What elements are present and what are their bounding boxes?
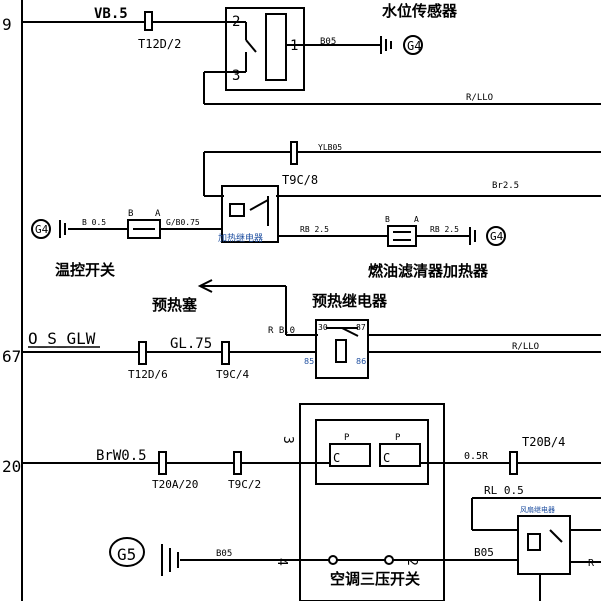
pin-label-86: 86 xyxy=(356,357,366,366)
ac-switch-label: 空调三压开关 xyxy=(330,570,420,588)
wire-label-r-short: R xyxy=(588,558,595,569)
connector-label-t9c4: T9C/4 xyxy=(216,368,249,381)
ground-g4-top xyxy=(403,35,423,55)
heater-relay-box xyxy=(221,185,279,243)
ground-label-g4-right: G4 xyxy=(490,230,504,243)
connector-label-t20b4: T20B/4 xyxy=(522,435,565,449)
wire-label-b05-top: B05 xyxy=(320,37,336,47)
pin-label-a-right: A xyxy=(414,215,419,224)
temp-switch-label: 温控开关 xyxy=(55,261,115,279)
water-sensor-box xyxy=(225,7,305,91)
connector-t9c4 xyxy=(221,341,230,365)
fuel-heater-label: 燃油滤清器加热器 xyxy=(368,262,489,280)
ac-switch-outer xyxy=(299,403,445,601)
wire-label-o-s-glw: O_S_GLW xyxy=(28,329,96,348)
wire-label-ylb05: YLB05 xyxy=(318,143,342,152)
glow-plug-label: 预热塞 xyxy=(152,296,198,314)
ground-label-g4-top: G4 xyxy=(407,39,421,53)
connector-t9c2 xyxy=(233,451,242,475)
connector-t20b4 xyxy=(509,451,518,475)
pin-label-b-right: B xyxy=(385,215,390,224)
wire-label-gb075: G/B0.75 xyxy=(166,218,200,227)
pin-label-1: 1 xyxy=(290,38,298,54)
connector-t20a20 xyxy=(158,451,167,475)
pin-label-c-right: C xyxy=(383,451,390,465)
wire-label-brw05: BrW0.5 xyxy=(96,448,147,464)
preheat-relay-label: 预热继电器 xyxy=(312,292,388,310)
connector-label-t12d6: T12D/6 xyxy=(128,368,168,381)
preheat-relay-box xyxy=(315,319,369,379)
rail-label-67: 67 xyxy=(2,347,21,366)
fan-relay-label: 风扇继电器 xyxy=(520,505,555,514)
ground-label-g4-left: G4 xyxy=(35,223,49,236)
wire-label-05r: 0.5R xyxy=(464,451,489,462)
water-sensor-coil xyxy=(265,13,287,81)
wire-label-r-llo-mid: R/LLO xyxy=(512,342,539,352)
ground-label-g5: G5 xyxy=(117,545,136,564)
wire-label-rb25-b: RB 2.5 xyxy=(430,225,459,234)
connector-label-t9c8: T9C/8 xyxy=(282,173,318,187)
wire-label-rl05: RL 0.5 xyxy=(484,484,524,497)
water-sensor-label: 水位传感器 xyxy=(382,2,458,20)
rail-label-9: 9 xyxy=(2,15,12,34)
wire-label-r-llo-top: R/LLO xyxy=(466,93,493,103)
pin-label-87: 87 xyxy=(356,323,366,332)
ground-g5 xyxy=(109,537,145,567)
connector-t9c8 xyxy=(290,141,298,165)
ground-g4-right xyxy=(486,226,506,246)
pin-label-2-vertical: 2 xyxy=(404,558,419,566)
pin-label-85: 85 xyxy=(304,357,314,366)
pin-label-p-left: P xyxy=(344,433,350,443)
wire-label-b05-bottom-right: B05 xyxy=(474,546,494,559)
connector-label-t20a20: T20A/20 xyxy=(152,478,198,491)
ground-g4-left xyxy=(31,219,51,239)
pin-label-30: 30 xyxy=(318,323,328,332)
wire-label-gl75: GL.75 xyxy=(170,336,212,352)
pin-label-3-vertical: 3 xyxy=(280,436,295,444)
wire-label-vb05: VB.5 xyxy=(94,6,128,22)
connector-label-t12d2: T12D/2 xyxy=(138,37,181,51)
heater-relay-label: 加热继电器 xyxy=(218,232,263,244)
ac-switch-inner xyxy=(315,419,429,485)
pin-label-a-left: A xyxy=(155,209,161,219)
wire-label-b05-mid: B 0.5 xyxy=(82,218,106,227)
rail-label-20: 20 xyxy=(2,457,21,476)
pin-label-p-right: P xyxy=(395,433,401,443)
connector-t12d6 xyxy=(138,341,147,365)
connector-t12d2 xyxy=(144,11,153,31)
fan-relay-box xyxy=(517,515,571,575)
pin-label-4-vertical: 4 xyxy=(274,558,289,566)
wire-label-rb0: R B.0 xyxy=(268,326,295,336)
wire-label-rb25-a: RB 2.5 xyxy=(300,225,329,234)
wire-label-b05-bottom: B05 xyxy=(216,549,232,559)
connector-label-t9c2: T9C/2 xyxy=(228,478,261,491)
fuel-filter-heater xyxy=(387,225,417,247)
pin-label-c-left: C xyxy=(333,451,340,465)
pin-label-2: 2 xyxy=(232,14,240,30)
wire-label-br25: Br2.5 xyxy=(492,181,519,191)
pin-label-3: 3 xyxy=(232,68,240,84)
pin-label-b-left: B xyxy=(128,209,133,219)
